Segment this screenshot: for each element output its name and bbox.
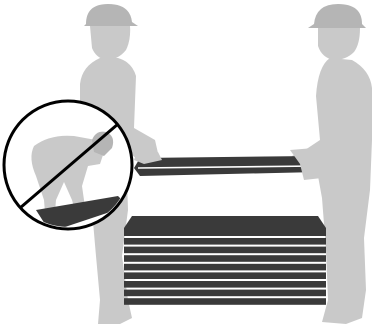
stack-panel — [124, 255, 326, 262]
prohibited-single-person-lift-icon — [4, 101, 132, 232]
stack-panel — [124, 264, 326, 271]
right-worker-hard-hat-icon — [308, 4, 366, 28]
carried-panel — [134, 156, 318, 176]
stack-panel — [124, 290, 326, 297]
stack-panel — [124, 281, 326, 288]
stack-panel — [124, 247, 326, 254]
stack-panel — [124, 238, 326, 245]
stack-panel — [124, 216, 326, 236]
right-worker-head — [318, 28, 360, 60]
panel-stack — [124, 216, 326, 305]
left-worker-head — [90, 26, 130, 60]
left-worker-hard-hat-icon — [84, 4, 138, 26]
stack-panel — [124, 298, 326, 305]
stack-panel — [124, 272, 326, 279]
